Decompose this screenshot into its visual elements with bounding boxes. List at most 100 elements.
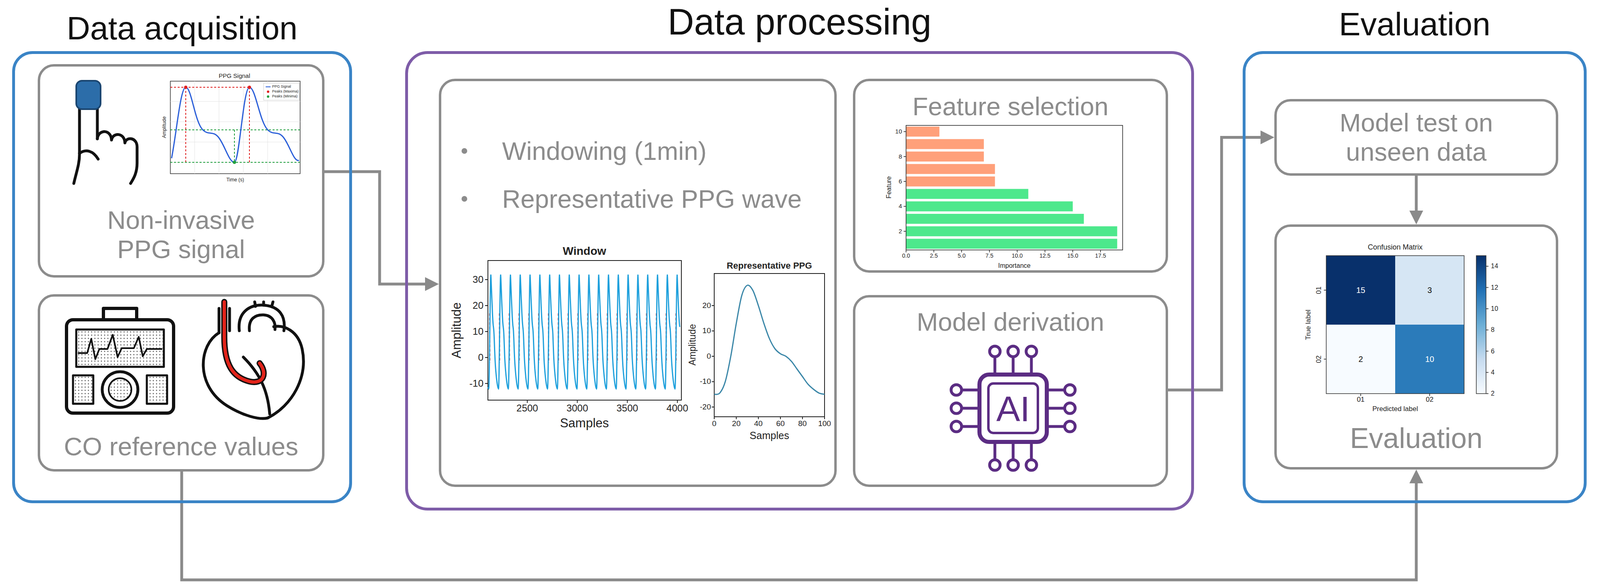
chart-text: 17.5 bbox=[1095, 252, 1107, 259]
box-label: Feature selection bbox=[867, 91, 1154, 121]
confusion-matrix-chart bbox=[1486, 287, 1489, 288]
window-chart bbox=[485, 356, 488, 358]
feature-importance-chart bbox=[903, 180, 907, 182]
feature-importance-chart bbox=[906, 176, 995, 187]
confusion-matrix-chart bbox=[1486, 265, 1489, 267]
representative-ppg-chart bbox=[711, 273, 825, 419]
finger-icon bbox=[97, 131, 138, 184]
chart-text: Amplitude bbox=[449, 302, 464, 359]
chart-text: 3500 bbox=[616, 402, 638, 414]
chart-text: Peaks (Maxima) bbox=[272, 89, 299, 94]
chart-text: 3000 bbox=[566, 402, 589, 414]
chart-text: -10 bbox=[700, 377, 711, 386]
confusion-matrix-chart bbox=[1395, 324, 1465, 394]
ai-chip-icon bbox=[962, 406, 978, 410]
chart-text: 80 bbox=[798, 419, 807, 428]
monitor-icon bbox=[146, 375, 168, 404]
ai-chip-icon bbox=[988, 383, 1038, 433]
feature-importance-chart bbox=[906, 238, 1118, 249]
box-label: Model derivation bbox=[867, 307, 1154, 337]
chart-text: 4 bbox=[1490, 368, 1495, 376]
ppg-thumbnail-chart bbox=[234, 129, 235, 163]
representative-ppg-chart bbox=[758, 416, 759, 419]
ai-chip-icon bbox=[1026, 345, 1037, 357]
chart-text: 6 bbox=[1490, 347, 1495, 355]
chart-text: Feature bbox=[885, 176, 893, 199]
ai-chip-icon bbox=[1064, 402, 1076, 414]
representative-ppg-chart bbox=[711, 330, 715, 332]
feature-importance-chart bbox=[903, 156, 907, 157]
monitor-icon bbox=[73, 375, 94, 404]
ppg-thumbnail-chart bbox=[170, 81, 301, 174]
ai-chip-icon bbox=[951, 420, 962, 432]
monitor-icon bbox=[76, 329, 164, 367]
ai-chip-icon bbox=[989, 345, 1001, 357]
chart-text: 01 bbox=[1357, 395, 1365, 404]
representative-ppg-chart bbox=[779, 416, 781, 419]
bullet-item: Representative PPG wave bbox=[502, 184, 823, 214]
chart-text: 12.5 bbox=[1039, 252, 1051, 259]
chart-text: 10 bbox=[895, 128, 903, 136]
finger-icon bbox=[79, 150, 99, 159]
chart-text: 2 bbox=[898, 227, 903, 235]
representative-ppg-chart bbox=[711, 355, 715, 357]
chart-text: 0 bbox=[478, 352, 484, 363]
ppg-thumbnail-chart bbox=[243, 81, 244, 174]
panel-heading: Data processing bbox=[495, 1, 1104, 44]
bullet-dot bbox=[461, 195, 468, 202]
chart-text: 10 bbox=[702, 326, 711, 336]
ppg-thumbnail-chart bbox=[170, 129, 301, 131]
chart-text: 60 bbox=[776, 419, 785, 428]
chart-text: 10 bbox=[1425, 354, 1435, 364]
process-box: Evaluation bbox=[1274, 224, 1559, 470]
feature-importance-chart bbox=[933, 249, 935, 253]
chart-text: 10 bbox=[1490, 304, 1499, 313]
connector-line bbox=[1415, 175, 1418, 212]
chart-text: Amplitude bbox=[161, 116, 168, 138]
ppg-thumbnail-chart bbox=[170, 101, 301, 102]
ai-chip-icon bbox=[1026, 459, 1037, 471]
ppg-thumbnail-chart bbox=[194, 81, 196, 174]
chip-label: AI bbox=[996, 389, 1030, 429]
heart-icon bbox=[224, 301, 264, 382]
ai-chip-icon bbox=[1030, 356, 1034, 373]
feature-importance-chart bbox=[903, 125, 1123, 253]
ai-chip-icon bbox=[1064, 384, 1076, 396]
representative-ppg-chart bbox=[824, 416, 825, 419]
heart-icon bbox=[203, 301, 304, 419]
feature-importance-chart bbox=[906, 213, 1084, 224]
chart-text: 0.0 bbox=[902, 252, 910, 259]
arrowhead bbox=[1260, 130, 1275, 145]
feature-importance-chart bbox=[906, 226, 1118, 237]
box-label: CO reference values bbox=[52, 431, 310, 461]
ai-chip-icon bbox=[951, 402, 962, 414]
process-box: CO reference values bbox=[37, 294, 325, 472]
window-chart bbox=[485, 382, 488, 384]
ai-chip-icon bbox=[1007, 345, 1019, 357]
heart-icon bbox=[238, 304, 284, 331]
confusion-matrix-chart bbox=[1486, 393, 1489, 394]
stage-panel: Data processingWindowing (1min)Represent… bbox=[405, 51, 1195, 511]
chart-text: 2 bbox=[1358, 354, 1363, 364]
feature-importance-chart bbox=[1072, 249, 1074, 253]
chart-text: Window bbox=[562, 244, 606, 258]
ai-chip-icon bbox=[951, 345, 1076, 471]
ai-chip-icon bbox=[993, 356, 997, 373]
stage-panel: EvaluationModel test on unseen dataEvalu… bbox=[1242, 51, 1587, 503]
feature-importance-chart bbox=[906, 188, 1029, 200]
ppg-thumbnail-chart bbox=[170, 81, 301, 174]
ppg-thumbnail-chart bbox=[170, 121, 301, 123]
ai-chip-icon bbox=[1048, 388, 1065, 392]
confusion-matrix-chart bbox=[1486, 371, 1489, 373]
feature-importance-chart bbox=[906, 126, 940, 137]
ai-chip-icon bbox=[951, 384, 962, 396]
representative-ppg-chart bbox=[714, 273, 825, 417]
ai-chip-icon bbox=[1048, 406, 1065, 410]
confusion-matrix-chart bbox=[1326, 255, 1465, 394]
confusion-matrix-chart bbox=[1395, 255, 1465, 325]
chart-text: 100 bbox=[818, 419, 832, 428]
chart-text: Predicted label bbox=[1372, 405, 1418, 413]
feature-importance-chart bbox=[903, 230, 907, 232]
chart-text: 2500 bbox=[516, 402, 538, 414]
window-chart bbox=[485, 330, 488, 332]
